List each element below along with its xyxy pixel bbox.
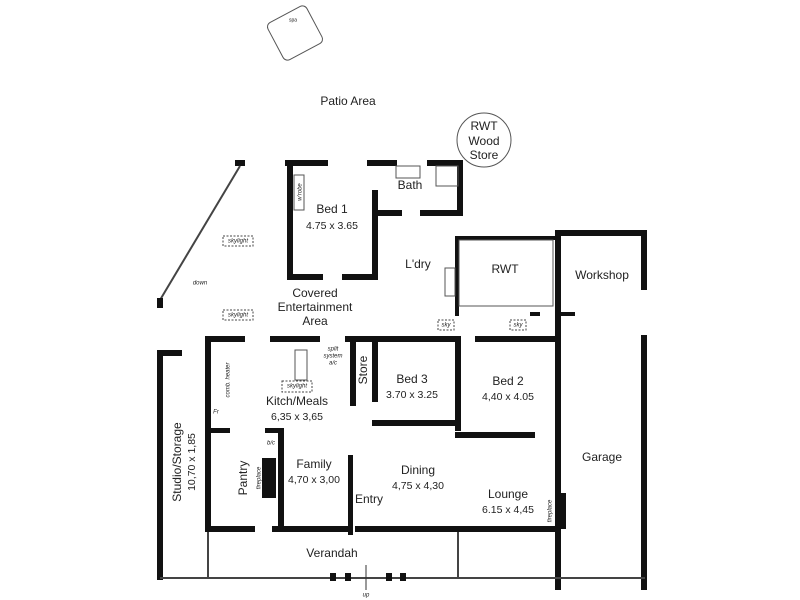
area-label: Area <box>302 314 328 328</box>
bed1-dim: 4.75 x 3.65 <box>306 220 358 232</box>
bed2-dim: 4,40 x 4.05 <box>482 391 534 403</box>
skylight-label: skylight <box>287 384 307 390</box>
rwt-label: RWT <box>470 119 498 133</box>
ldry-label: L'dry <box>405 257 431 271</box>
pantry-label: Pantry <box>236 461 250 496</box>
lounge-label: Lounge <box>488 487 528 501</box>
studio-label: Studio/Storage <box>170 422 184 502</box>
bed1-label: Bed 1 <box>316 202 348 216</box>
skylight-label: skylight <box>228 239 248 245</box>
sky-label: sky <box>442 323 452 329</box>
family-label: Family <box>296 457 331 471</box>
entry-label: Entry <box>355 492 383 506</box>
fireplace-label: fireplace <box>257 466 263 489</box>
spa-label: spa <box>289 17 297 23</box>
bath-label: Bath <box>398 178 423 192</box>
down-label: down <box>193 281 208 287</box>
spa: spa <box>266 5 324 61</box>
covered-label: Covered <box>292 286 337 300</box>
fireplace-label: fireplace <box>548 499 554 522</box>
lounge-dim: 6.15 x 4,45 <box>482 504 534 516</box>
dining-label: Dining <box>401 463 435 477</box>
garage-label: Garage <box>582 450 622 464</box>
entertainment-label: Entertainment <box>278 300 353 314</box>
store-label: Store <box>356 355 370 384</box>
up-label: up <box>363 593 370 599</box>
bed3-dim: 3.70 x 3.25 <box>386 389 438 401</box>
wood-label: Wood <box>468 134 499 148</box>
dining-dim: 4,75 x 4,30 <box>392 480 444 492</box>
kitchen-label: Kitch/Meals <box>266 394 328 408</box>
bed2-label: Bed 2 <box>492 374 524 388</box>
ac-label: a/c <box>329 361 337 367</box>
kitchen-dim: 6,35 x 3,65 <box>271 411 323 423</box>
store-label: Store <box>470 148 499 162</box>
rwt-wood-store: RWT Wood Store <box>456 112 512 168</box>
wrobe-label: w'robe <box>298 183 304 201</box>
walls <box>157 160 647 590</box>
patio-area-label: Patio Area <box>320 94 376 108</box>
rwt-tank-label: RWT <box>491 262 519 276</box>
comb-heater-label: comb. heater <box>226 361 232 397</box>
verandah-label: Verandah <box>306 546 357 560</box>
workshop-label: Workshop <box>575 268 629 282</box>
split-label: split <box>328 347 339 353</box>
fridge-label: Fr <box>213 410 220 416</box>
bc-label: b/c <box>267 441 275 447</box>
studio-dim: 10,70 x 1,85 <box>186 433 198 491</box>
bed3-label: Bed 3 <box>396 372 428 386</box>
skylight-label: skylight <box>228 313 248 319</box>
family-dim: 4,70 x 3,00 <box>288 474 340 486</box>
sky-label: sky <box>514 323 524 329</box>
system-label: system <box>323 354 342 360</box>
